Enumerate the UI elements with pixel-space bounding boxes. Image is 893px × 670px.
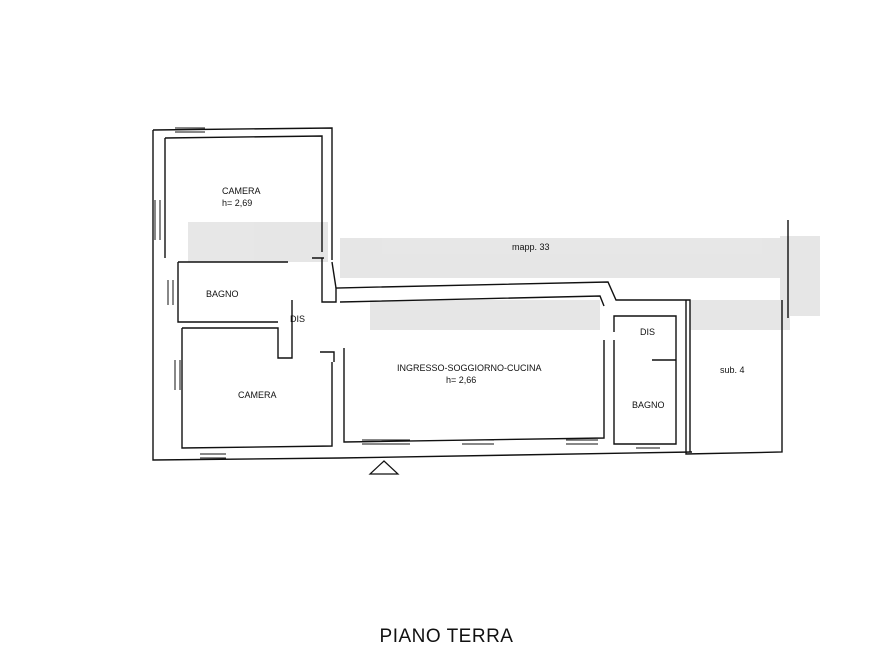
room-label-living: INGRESSO-SOGGIORNO-CUCINA: [397, 363, 542, 373]
room-label-dis-right: DIS: [640, 327, 656, 337]
walls: [152, 127, 789, 461]
room-label-camera-bottom: CAMERA: [238, 390, 277, 400]
room-label-bagno-right: BAGNO: [632, 400, 665, 410]
entrance-arrow-icon: [368, 460, 400, 475]
room-height-camera-top: h= 2,69: [222, 198, 253, 208]
neighbour-label-sub: sub. 4: [720, 365, 745, 375]
room-label-camera-top: CAMERA: [222, 186, 261, 196]
room-label-dis-left: DIS: [290, 314, 306, 324]
redaction-smudges: [188, 222, 820, 330]
room-height-living: h= 2,66: [446, 375, 477, 385]
room-label-bagno-left: BAGNO: [206, 289, 239, 299]
neighbour-label-mapp: mapp. 33: [512, 242, 550, 252]
windows: [154, 127, 660, 459]
floor-title: PIANO TERRA: [379, 626, 514, 647]
